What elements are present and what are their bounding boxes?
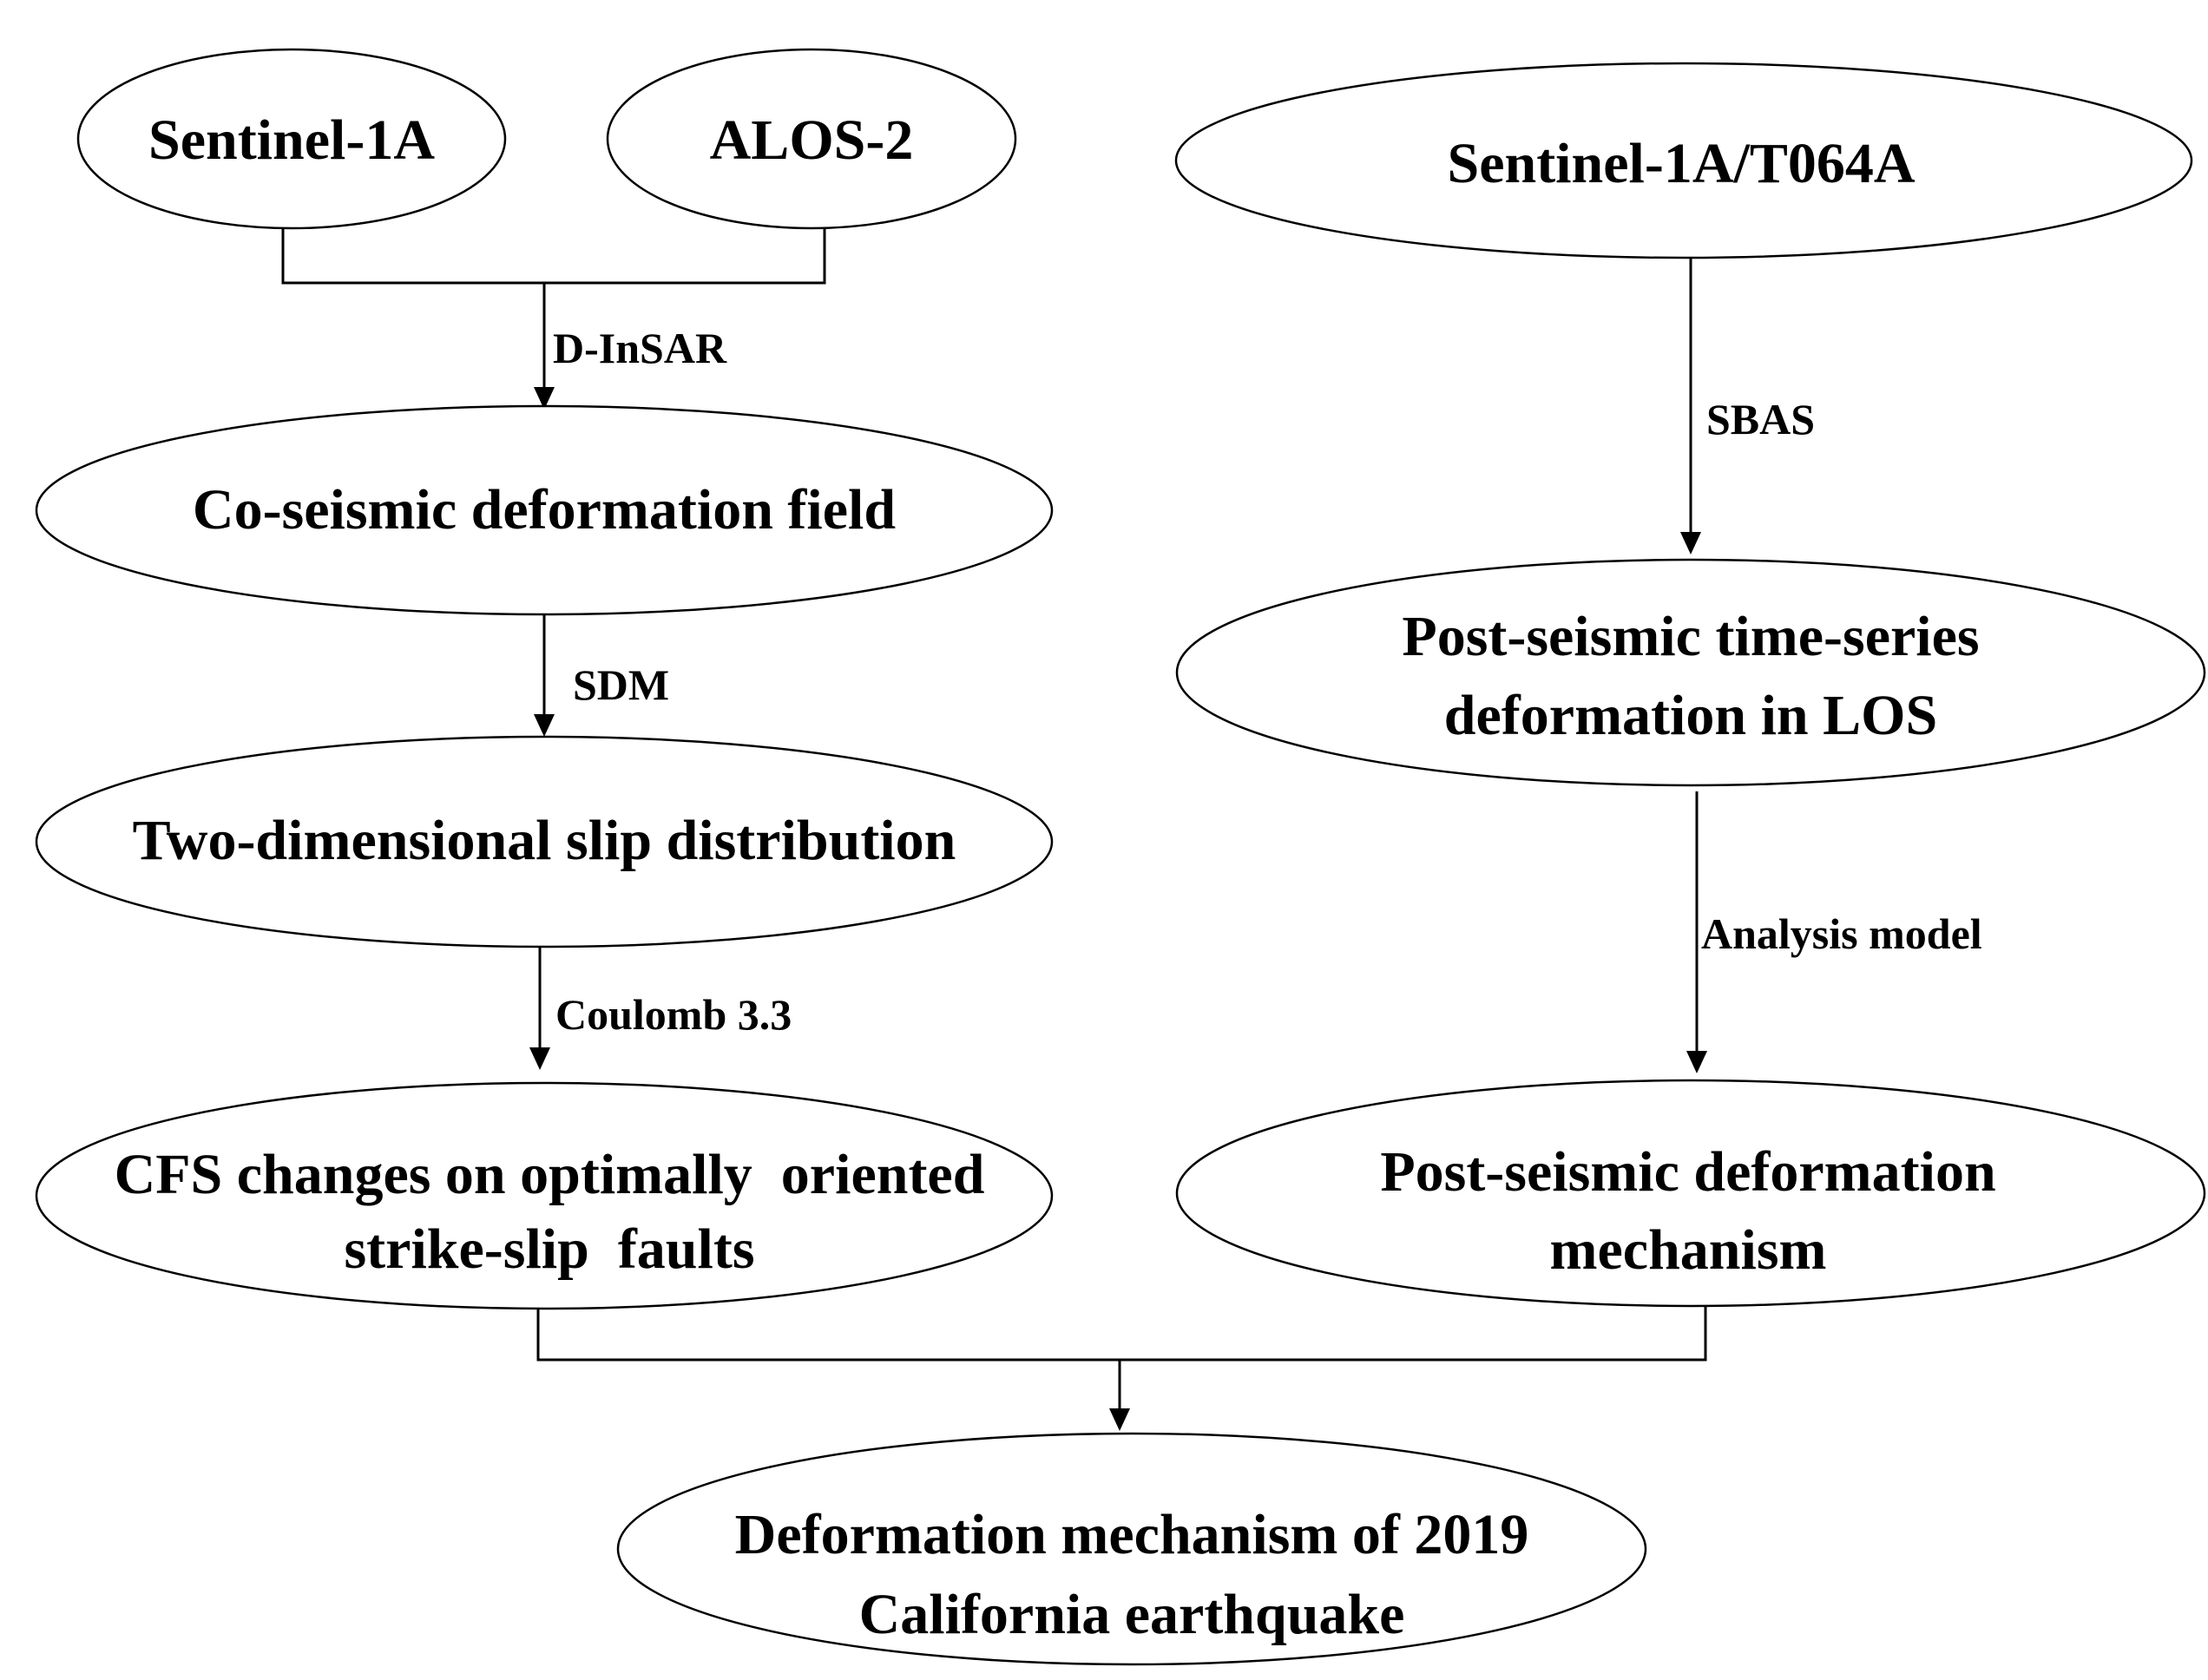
node-coseismic-deformation-field: Co-seismic deformation field bbox=[35, 404, 1054, 616]
connector-outputs-join bbox=[536, 1307, 1707, 1362]
edge-label-sbas: SBAS bbox=[1706, 395, 1815, 443]
node-final-deformation-mechanism: Deformation mechanism of 2019 California… bbox=[616, 1432, 1647, 1666]
node-postseismic-mech-label-line-1: Post-seismic deformation bbox=[1380, 1140, 1995, 1204]
connector-inputs-join bbox=[281, 229, 826, 285]
arrowhead-dinsar bbox=[534, 387, 555, 410]
node-alos-2: ALOS-2 bbox=[606, 48, 1017, 230]
node-cfs-changes: CFS changes on optimally oriented strike… bbox=[35, 1081, 1054, 1310]
arrowhead-sbas bbox=[1680, 532, 1701, 555]
node-postseismic-ts-label-line-1: Post-seismic time-series bbox=[1402, 605, 1979, 668]
node-final-label-line-1: Deformation mechanism of 2019 bbox=[735, 1503, 1529, 1566]
node-sentinel-1a: Sentinel-1A bbox=[76, 48, 507, 230]
node-postseismic-mech-label-line-2: mechanism bbox=[1550, 1218, 1827, 1282]
node-postseismic-time-series: Post-seismic time-series deformation in … bbox=[1175, 558, 2206, 787]
edge-label-analysis: Analysis model bbox=[1701, 909, 1982, 958]
arrowhead-coulomb bbox=[529, 1047, 550, 1070]
arrowhead-analysis bbox=[1686, 1051, 1707, 1073]
arrowhead-sdm bbox=[534, 714, 555, 737]
node-cfs-label-line-2: strike-slip faults bbox=[344, 1217, 754, 1281]
node-slip-label: Two-dimensional slip distribution bbox=[133, 809, 956, 872]
node-sentinel-1a-t064a-label: Sentinel-1A/T064A bbox=[1447, 132, 1915, 195]
node-final-label-line-2: California earthquake bbox=[859, 1583, 1405, 1646]
node-sentinel-1a-t064a: Sentinel-1A/T064A bbox=[1174, 62, 2193, 259]
node-alos-2-label: ALOS-2 bbox=[710, 108, 914, 172]
edge-label-sdm: SDM bbox=[573, 660, 669, 709]
edge-label-coulomb: Coulomb 3.3 bbox=[555, 990, 792, 1039]
node-sentinel-1a-label: Sentinel-1A bbox=[148, 108, 435, 172]
edge-label-dinsar: D-InSAR bbox=[553, 324, 727, 372]
node-postseismic-mechanism: Post-seismic deformation mechanism bbox=[1175, 1079, 2206, 1308]
node-coseismic-label: Co-seismic deformation field bbox=[193, 478, 896, 541]
node-slip-distribution: Two-dimensional slip distribution bbox=[35, 735, 1054, 948]
node-postseismic-ts-label-line-2: deformation in LOS bbox=[1444, 684, 1937, 747]
node-cfs-label-line-1: CFS changes on optimally oriented bbox=[115, 1143, 985, 1206]
arrowhead-final bbox=[1109, 1408, 1130, 1431]
